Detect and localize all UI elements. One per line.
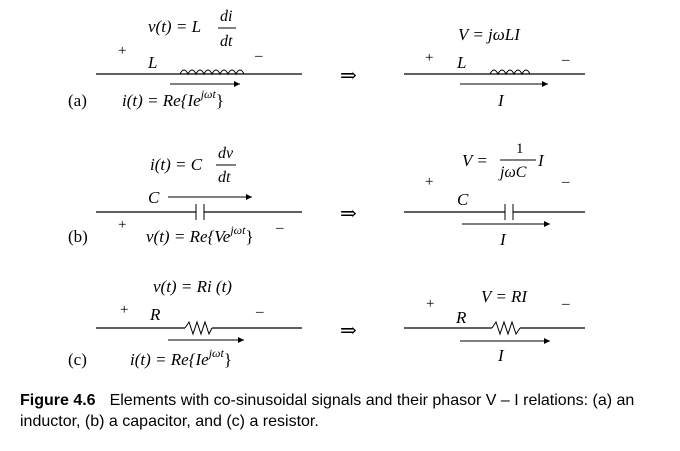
panel-c-right-relation: V = RI	[481, 287, 528, 306]
panel-b-right-plus: +	[425, 174, 433, 190]
panel-a-left-frac-num: di	[220, 8, 232, 25]
panel-b-right-relation-pre: V =	[462, 151, 488, 170]
panel-b-right-frac-num: 1	[516, 141, 524, 157]
figure-4-6-diagram: (a) v(t) = L di dt + – L i(t) = Re{Iejωt…	[68, 8, 585, 369]
capacitor-plates-icon	[504, 204, 514, 220]
panel-a-left-plus: +	[118, 43, 126, 59]
panel-b-left-frac-den: dt	[218, 169, 231, 186]
panel-b-left-relation: i(t) = C	[150, 155, 203, 174]
panel-a-right-minus: –	[561, 52, 570, 68]
panel-b: (b) i(t) = C dv dt C + – v(t) = Re{Vejωt…	[68, 141, 585, 249]
panel-b-right-signal: I	[499, 230, 507, 249]
resistor-zigzag-icon	[491, 320, 521, 336]
panel-a-label: (a)	[68, 91, 87, 110]
panel-b-right-element: C	[457, 190, 469, 209]
panel-b-left-signal: v(t) = Re{Vejωt}	[146, 223, 254, 246]
capacitor-plates-icon	[195, 204, 205, 220]
figure-caption-text: Elements with co-sinusoidal signals and …	[20, 392, 635, 430]
panel-a-left-frac-den: dt	[220, 33, 233, 50]
panel-c-implies-arrow: ⇒	[340, 320, 357, 342]
resistor-zigzag-icon	[184, 320, 213, 336]
panel-a-left-signal: i(t) = Re{Iejωt}	[122, 87, 224, 110]
panel-b-left-minus: –	[275, 220, 284, 236]
panel-b-left-element: C	[148, 188, 160, 207]
panel-a-right-signal: I	[497, 91, 505, 110]
panel-b-implies-arrow: ⇒	[340, 203, 357, 225]
panel-c-left-signal: i(t) = Re{Iejωt}	[130, 346, 232, 369]
panel-c-left-element: R	[149, 305, 161, 324]
panel-a-right-element: L	[456, 53, 466, 72]
panel-a-left-element: L	[147, 53, 157, 72]
panel-a-left-relation: v(t) = L	[148, 17, 201, 36]
panel-b-right-frac-den: jωC	[498, 164, 527, 181]
panel-a-right-plus: +	[425, 50, 433, 66]
panel-c-label: (c)	[68, 350, 87, 369]
panel-b-right-minus: –	[561, 174, 570, 190]
inductor-coil-icon	[489, 69, 531, 76]
panel-a-left-minus: –	[254, 48, 263, 64]
panel-c-right-plus: +	[426, 296, 434, 312]
panel-b-left-plus: +	[118, 217, 126, 233]
panel-c-right-element: R	[455, 308, 467, 327]
panel-c: (c) v(t) = Ri (t) + R – i(t) = Re{Iejωt}…	[68, 277, 585, 369]
panel-b-left-frac-num: dv	[218, 145, 234, 162]
inductor-coil-icon	[179, 69, 245, 76]
figure-caption-label: Figure 4.6	[20, 392, 96, 409]
panel-c-left-plus: +	[120, 302, 128, 318]
panel-c-right-minus: –	[561, 296, 570, 312]
panel-a-implies-arrow: ⇒	[340, 65, 357, 87]
panel-c-left-minus: –	[255, 304, 264, 320]
panel-b-label: (b)	[68, 227, 88, 246]
panel-b-right-relation-post: I	[537, 151, 545, 170]
panel-a: (a) v(t) = L di dt + – L i(t) = Re{Iejωt…	[68, 8, 585, 110]
panel-a-right-relation: V = jωLI	[458, 25, 521, 44]
panel-c-left-relation: v(t) = Ri (t)	[153, 277, 232, 296]
panel-c-right-signal: I	[497, 346, 505, 365]
